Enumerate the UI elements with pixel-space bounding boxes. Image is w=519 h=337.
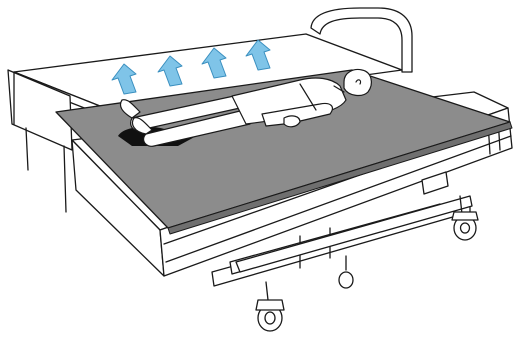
arrow-icon-1 [111, 63, 137, 95]
caster-rear [338, 255, 354, 289]
transfer-sheet-edge [167, 121, 513, 235]
patient-foot-back [119, 99, 141, 119]
caster-front-right [451, 195, 479, 241]
patient [119, 68, 372, 147]
arrow-icon-4 [245, 39, 271, 71]
back-bed-foot-panel [7, 69, 73, 151]
arrow-icon-3 [201, 47, 227, 79]
back-bed-leg-left [25, 127, 29, 171]
patient-foot-front [131, 117, 153, 135]
patient-ear [355, 79, 362, 85]
arrow-icon-2 [157, 55, 183, 87]
patient-hand [283, 115, 301, 128]
front-bed-crossbar [235, 195, 473, 273]
caster-front-left [255, 281, 285, 332]
transfer-arrows [111, 39, 271, 95]
back-bed-leg-right [63, 145, 67, 213]
patient-leg-front [142, 109, 251, 147]
patient-leg-back [130, 95, 241, 131]
back-bed-headboard [310, 7, 413, 73]
